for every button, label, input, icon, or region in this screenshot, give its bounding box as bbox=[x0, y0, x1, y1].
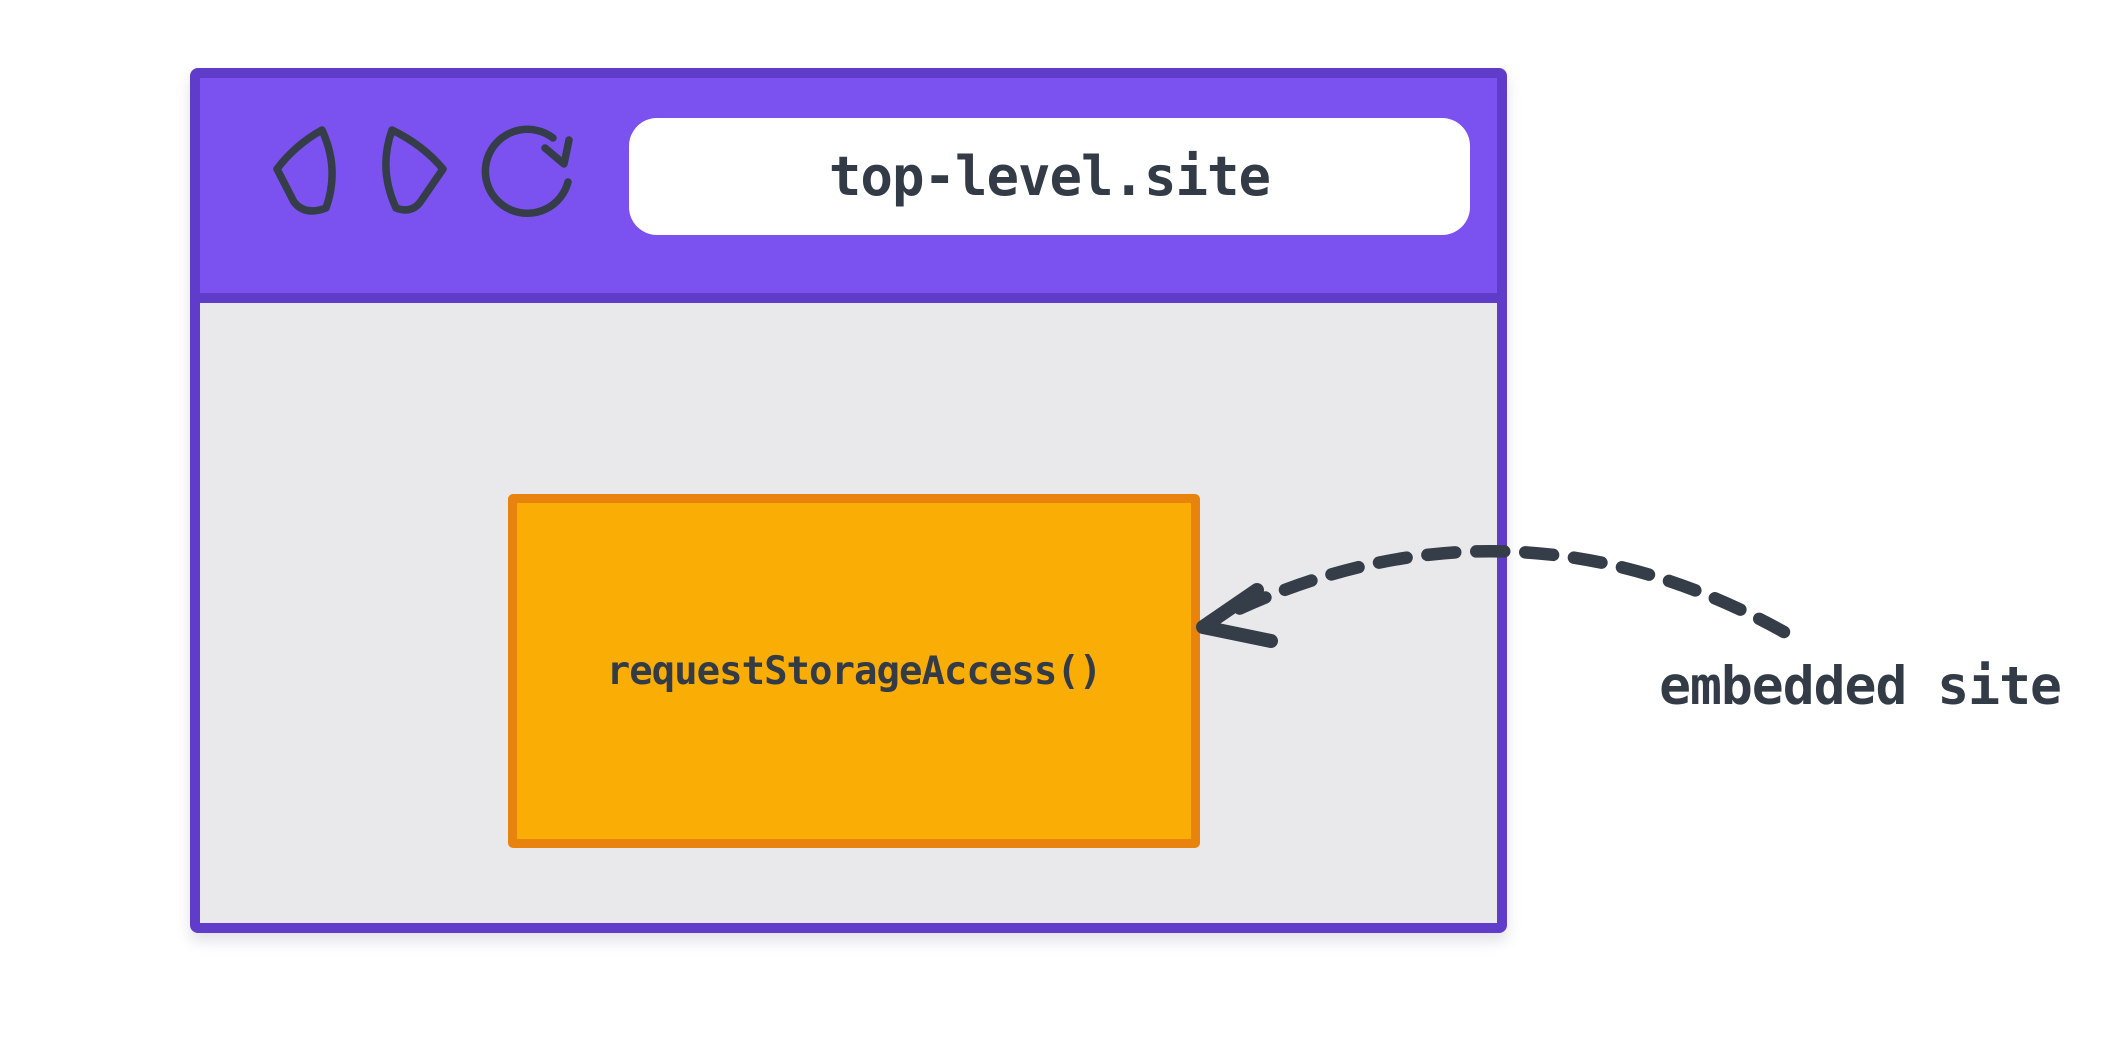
embedded-frame-label: requestStorageAccess() bbox=[606, 648, 1103, 694]
page-content-area: requestStorageAccess() bbox=[200, 303, 1497, 923]
browser-window: top-level.site requestStorageAccess() bbox=[190, 68, 1507, 933]
address-bar-url: top-level.site bbox=[828, 145, 1271, 208]
embedded-frame: requestStorageAccess() bbox=[508, 494, 1200, 848]
address-bar: top-level.site bbox=[629, 118, 1470, 235]
browser-toolbar: top-level.site bbox=[200, 78, 1497, 303]
embedded-site-label: embedded site bbox=[1659, 656, 2062, 717]
